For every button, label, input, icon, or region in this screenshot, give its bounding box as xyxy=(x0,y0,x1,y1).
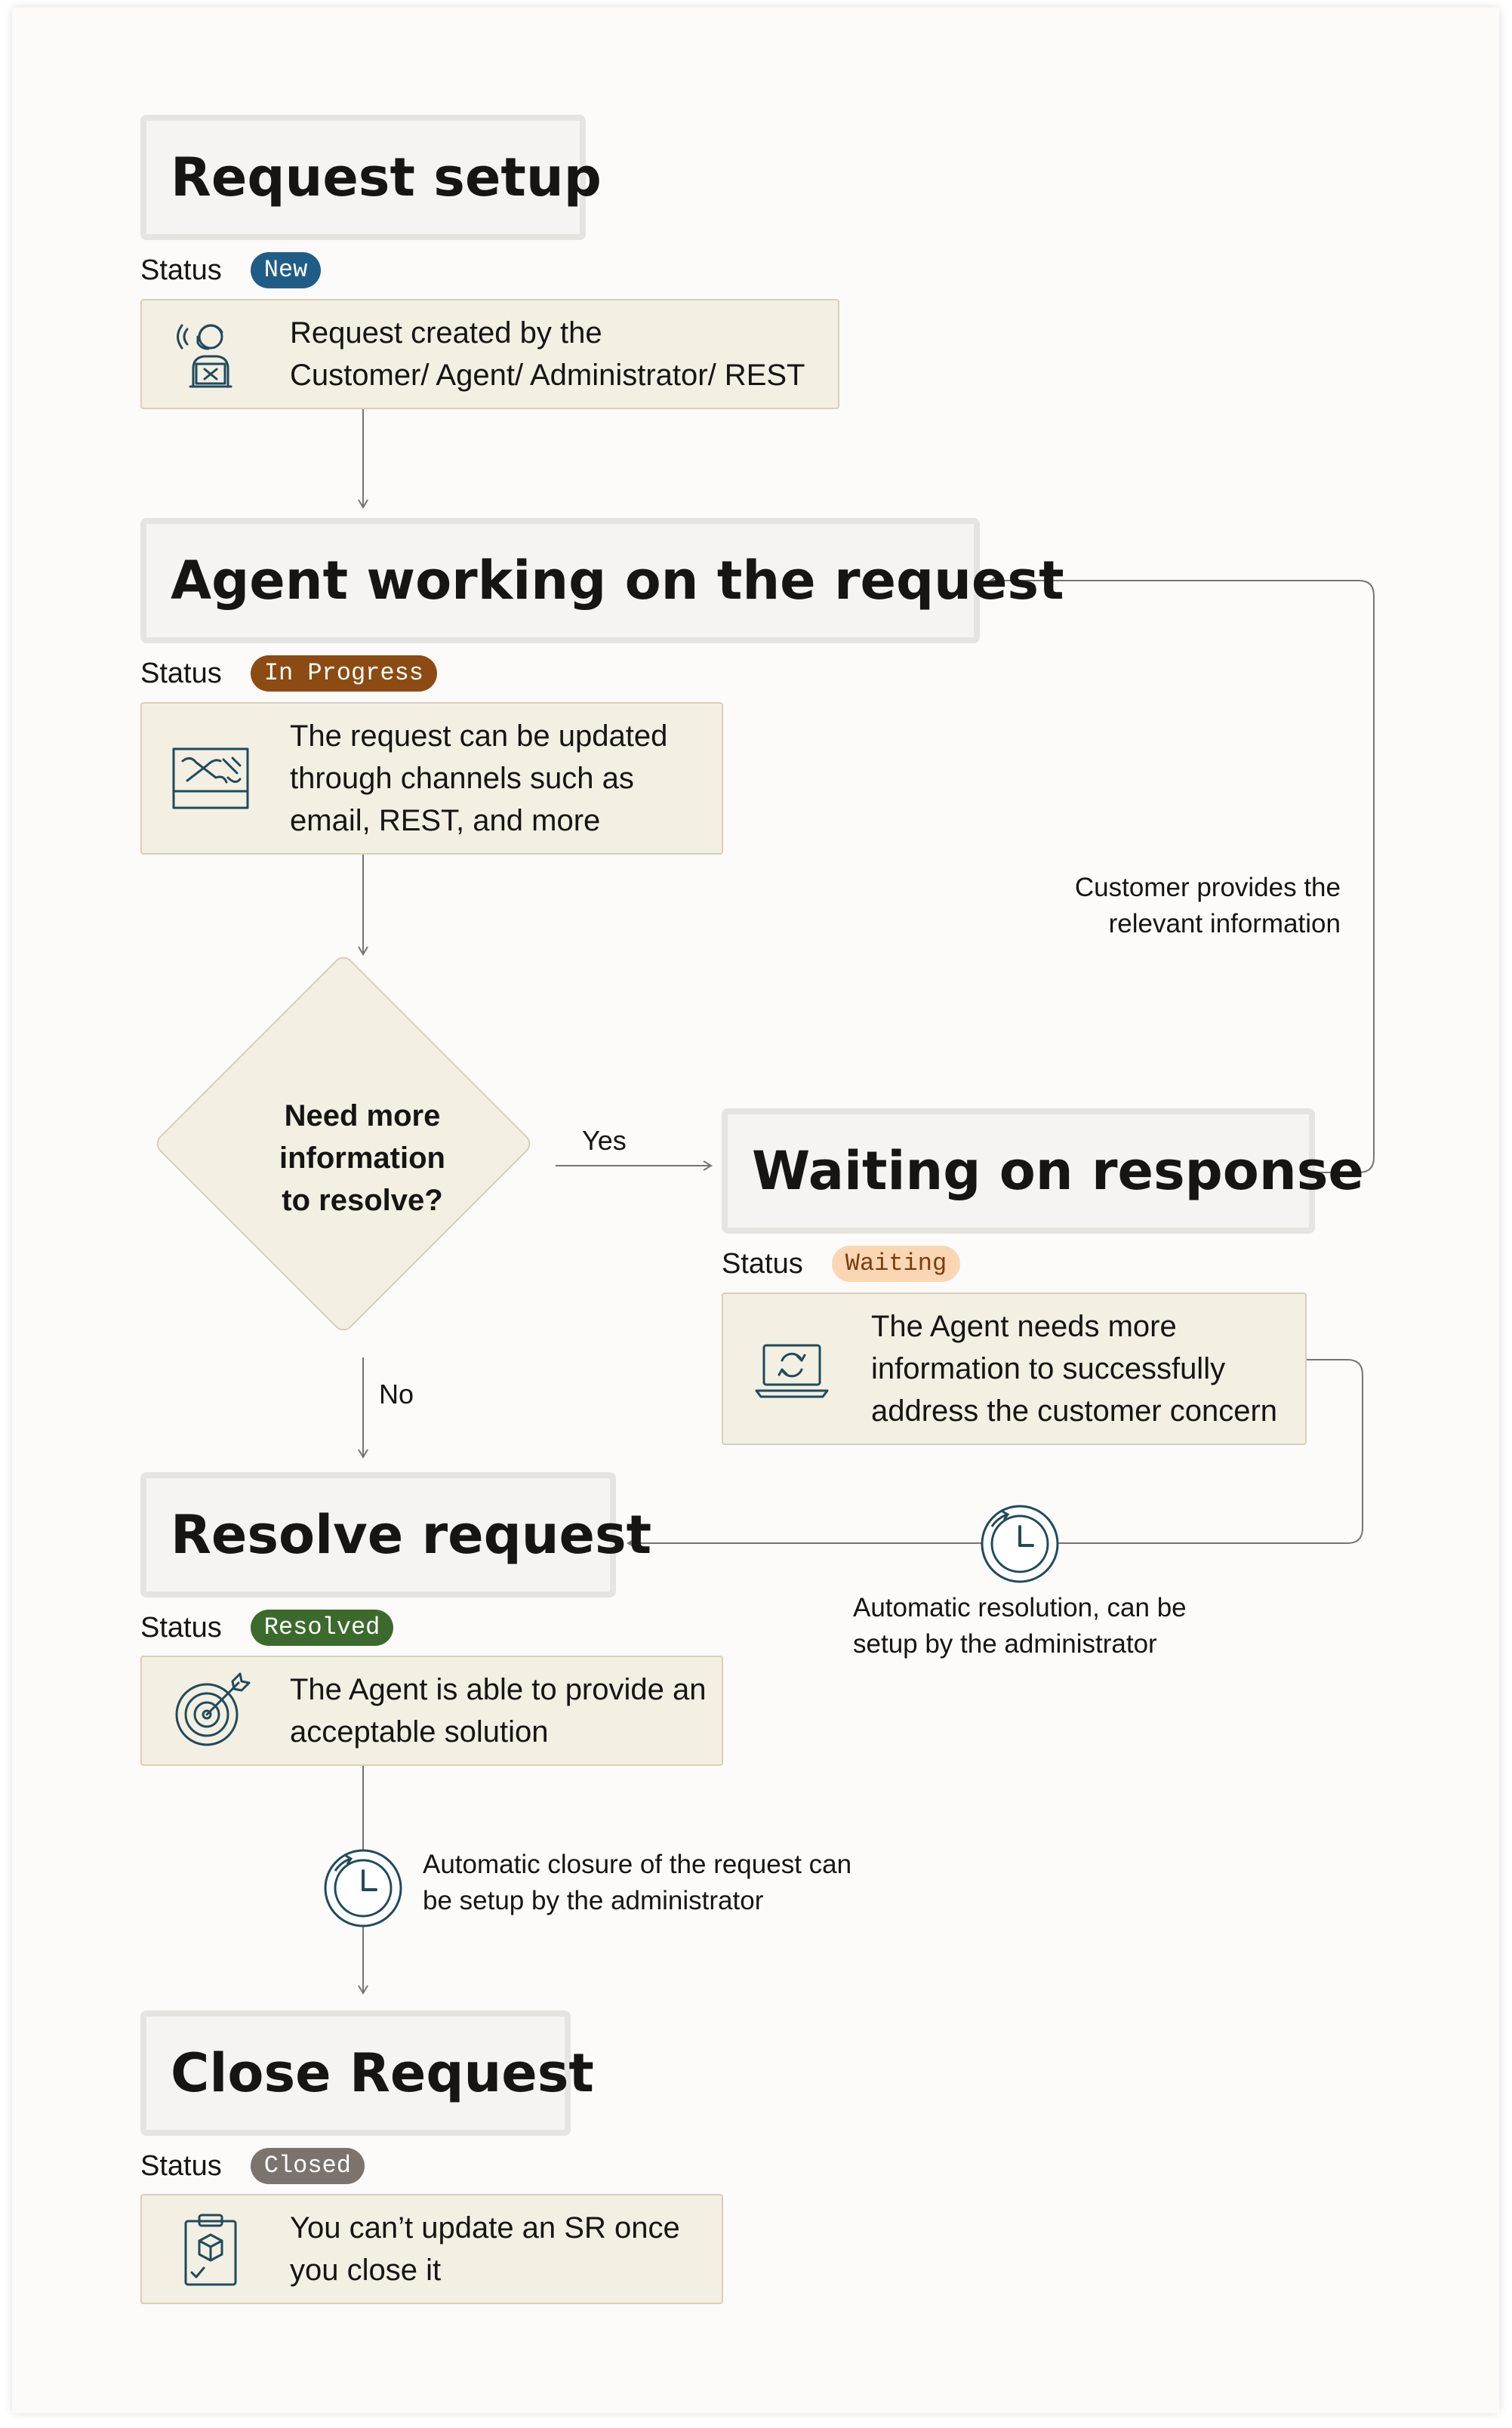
step-heading-resolve-request: Resolve request xyxy=(140,1472,651,1598)
status-label: Status xyxy=(722,1247,803,1280)
status-badge-closed: Closed xyxy=(250,2148,365,2184)
decision-no-label: No xyxy=(379,1379,414,1410)
step-card-close-request: You can’t update an SR once you close it xyxy=(140,2194,723,2304)
target-arrow-icon xyxy=(175,1672,251,1746)
clock-timer-icon xyxy=(981,1505,1059,1583)
status-row-working: Status In Progress xyxy=(140,654,437,693)
note-automatic-closure: Automatic closure of the request can be … xyxy=(423,1850,852,1915)
status-row-setup: Status New xyxy=(140,251,322,290)
step-heading-close-request: Close Request xyxy=(140,2010,594,2136)
step-card-agent-working: The request can be updated through chann… xyxy=(140,702,723,855)
step-title: Agent working on the request xyxy=(171,550,1064,612)
status-badge-new: New xyxy=(250,252,322,288)
status-label: Status xyxy=(140,1611,222,1644)
status-label: Status xyxy=(140,657,222,689)
decision-yes-label: Yes xyxy=(582,1125,627,1156)
step-title: Close Request xyxy=(171,2042,594,2104)
status-row-close: Status Closed xyxy=(140,2146,365,2186)
step-title: Request setup xyxy=(171,146,602,208)
step-description: Request created by the Customer/ Agent/ … xyxy=(290,316,805,392)
status-label: Status xyxy=(140,254,222,286)
step-title: Waiting on response xyxy=(752,1140,1364,1202)
status-badge-in-progress: In Progress xyxy=(250,655,437,692)
status-label: Status xyxy=(140,2149,222,2182)
step-card-resolve-request: The Agent is able to provide an acceptab… xyxy=(140,1656,723,1766)
laptop-refresh-icon xyxy=(755,1344,829,1398)
status-badge-resolved: Resolved xyxy=(250,1610,394,1646)
status-badge-waiting: Waiting xyxy=(831,1246,961,1282)
step-card-request-setup: Request created by the Customer/ Agent/ … xyxy=(140,299,839,409)
step-card-waiting-on-response: The Agent needs more information to succ… xyxy=(722,1293,1307,1445)
step-heading-waiting-on-response: Waiting on response xyxy=(722,1108,1364,1234)
step-description: The Agent needs more information to succ… xyxy=(871,1310,1278,1428)
status-row-resolve: Status Resolved xyxy=(140,1608,394,1647)
step-heading-request-setup: Request setup xyxy=(140,115,602,240)
agent-headset-laptop-icon xyxy=(177,324,232,388)
clipboard-package-icon xyxy=(184,2214,237,2286)
clock-timer-icon xyxy=(324,1849,402,1927)
status-row-waiting: Status Waiting xyxy=(722,1244,961,1283)
step-title: Resolve request xyxy=(171,1504,652,1566)
note-automatic-resolution: Automatic resolution, can be setup by th… xyxy=(853,1593,1187,1659)
toolbox-icon xyxy=(172,747,249,809)
decision-question: Need more information to resolve? xyxy=(279,1099,445,1217)
arrow-auto-resolution xyxy=(627,1359,1363,1548)
note-customer-provides-info: Customer provides the relevant informati… xyxy=(1074,873,1341,938)
step-description: The Agent is able to provide an acceptab… xyxy=(290,1673,707,1749)
arrow-waiting-loop-back xyxy=(989,575,1375,1173)
step-heading-agent-working: Agent working on the request xyxy=(140,518,1064,643)
step-description: You can’t update an SR once you close it xyxy=(290,2211,680,2287)
step-description: The request can be updated through chann… xyxy=(290,719,668,837)
